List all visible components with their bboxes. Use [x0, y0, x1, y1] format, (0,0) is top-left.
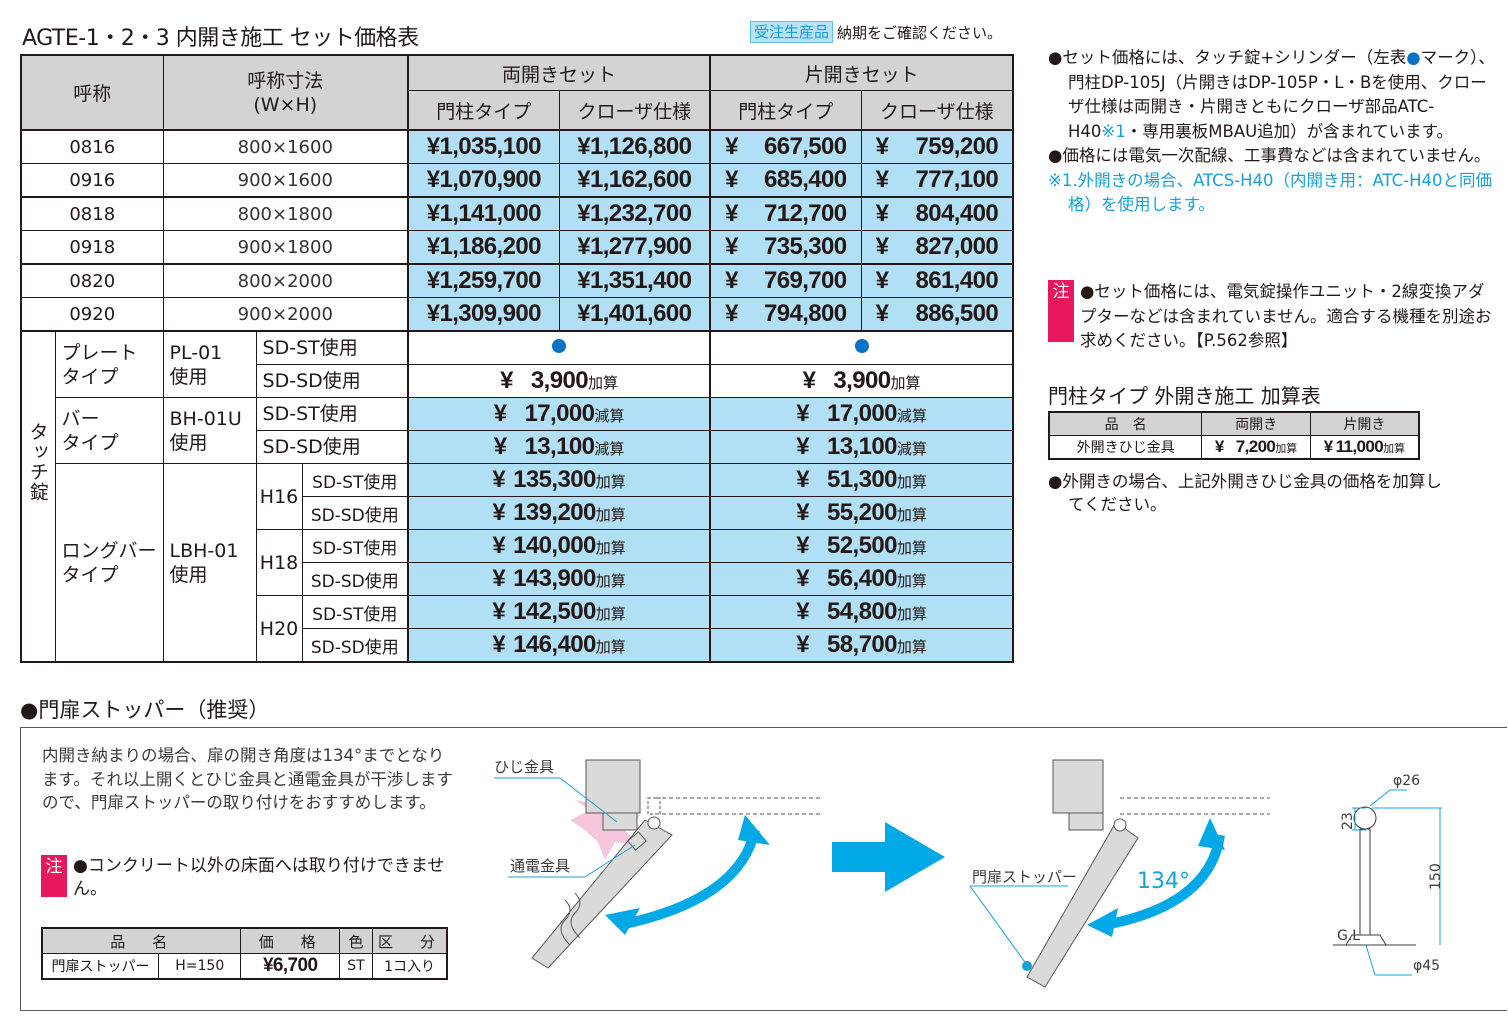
order-note: 受注生産品 納期をご確認ください。 — [750, 21, 1002, 43]
included-dot-icon — [854, 339, 869, 353]
table-row: 0816 800×1600 ¥1,035,100 ¥1,126,800 ¥667… — [20, 129, 1014, 164]
col-header-double-closer: クローザ仕様 — [558, 90, 711, 131]
svg-text:150: 150 — [1428, 863, 1444, 890]
col-header-name: 呼称 — [20, 54, 164, 131]
svg-text:134°: 134° — [1137, 869, 1190, 894]
table-row: 0920 900×2000 ¥1,309,900 ¥1,401,600 ¥794… — [20, 297, 1014, 332]
stopper-box — [20, 727, 1507, 1011]
svg-text:φ45: φ45 — [1413, 958, 1440, 974]
warning-note: 注 ●セット価格には、電気錠操作ユニット・2線変換アダプターなどは含まれていませ… — [1048, 280, 1498, 354]
col-header-single-post: 門柱タイプ — [709, 90, 862, 131]
stopper-section-title: ●門扉ストッパー（推奨） — [20, 698, 270, 722]
note-1: ●セット価格には、タッチ錠+シリンダー（左表●マーク）、門柱DP-105J（片開… — [1048, 48, 1495, 141]
price-notes: ●セット価格には、タッチ錠+シリンダー（左表●マーク）、門柱DP-105J（片開… — [1048, 46, 1498, 218]
caution-icon: 注 — [1048, 280, 1074, 342]
note-3: ※1.外開きの場合、ATCS-H40（内開き用：ATC-H40と同価格）を使用し… — [1048, 170, 1493, 215]
col-header-double-post: 門柱タイプ — [407, 90, 560, 131]
svg-text:通電金具: 通電金具 — [510, 857, 570, 875]
before-illustration: ひじ金具 通電金具 — [494, 758, 820, 969]
arrow-right-icon — [832, 822, 945, 892]
model-code: 0816 — [20, 129, 164, 164]
outward-note: ●外開きの場合、上記外開きひじ金具の価格を加算してください。 — [1048, 472, 1442, 514]
order-note-text: 納期をご確認ください。 — [837, 23, 1003, 42]
table-row: 0820 800×2000 ¥1,259,700 ¥1,351,400 ¥769… — [20, 263, 1014, 298]
svg-text:23: 23 — [1340, 812, 1356, 830]
table-row: 門扉ストッパー H=150 ¥6,700 ST 1コ入り — [41, 953, 448, 980]
stopper-table: 品 名 価 格 色 区 分 門扉ストッパー H=150 ¥6,700 ST 1コ… — [41, 927, 448, 980]
svg-text:門扉ストッパー: 門扉ストッパー — [972, 868, 1077, 886]
touch-lock-label: タッチ錠 — [20, 330, 56, 663]
page-title: AGTE-1・2・3 内開き施工 セット価格表 — [22, 26, 419, 51]
col-header-single-closer: クローザ仕様 — [860, 90, 1014, 131]
included-dot-icon — [552, 339, 567, 353]
after-illustration: 134° 門扉ストッパー — [969, 759, 1270, 988]
outward-table-title: 門柱タイプ 外開き施工 加算表 — [1048, 384, 1321, 408]
included-mark — [407, 330, 711, 365]
svg-text:φ26: φ26 — [1393, 773, 1420, 789]
stopper-dimension-drawing: φ26 23 150 φ45 G.L — [1333, 773, 1444, 976]
table-row: 0918 900×1800 ¥1,186,200 ¥1,277,900 ¥735… — [20, 230, 1014, 265]
model-size: 800×1600 — [162, 129, 409, 164]
svg-text:G.L: G.L — [1337, 928, 1360, 944]
set-price-table: 呼称 呼称寸法(W×H) 両開きセット 片開きセット 門柱タイプ クローザ仕様 … — [20, 54, 1015, 663]
option-row: タッチ錠 プレート タイプ PL-01 使用 SD-ST使用 — [20, 330, 1014, 663]
table-row: 0916 900×1600 ¥1,070,900 ¥1,162,600 ¥685… — [20, 163, 1014, 198]
svg-text:ひじ金具: ひじ金具 — [494, 758, 554, 776]
note-2: ●価格には電気一次配線、工事費などは含まれていません。 — [1048, 146, 1491, 165]
included-mark — [709, 330, 1014, 365]
option-row: ロングバー タイプ LBH-01 使用 H16 SD-ST使用 ¥135,300… — [21, 463, 1014, 663]
col-header-double: 両開きセット — [407, 54, 711, 91]
table-row: 0818 800×1800 ¥1,141,000 ¥1,232,700 ¥712… — [20, 196, 1014, 231]
stopper-warning: 注 ●コンクリート以外の床面へは取り付けできません。 — [41, 855, 461, 901]
caution-icon: 注 — [41, 855, 67, 897]
stopper-diagram: ひじ金具 通電金具 134° 門扉ストッパー φ26 23 — [494, 758, 1444, 988]
made-to-order-badge: 受注生産品 — [750, 21, 834, 43]
col-header-size: 呼称寸法(W×H) — [162, 54, 409, 131]
included-dot-icon: ● — [1406, 48, 1421, 67]
col-header-single: 片開きセット — [709, 54, 1014, 91]
stopper-description: 内開き納まりの場合、扉の開き角度は134°までとなります。それ以上開くとひじ金具… — [42, 746, 453, 812]
